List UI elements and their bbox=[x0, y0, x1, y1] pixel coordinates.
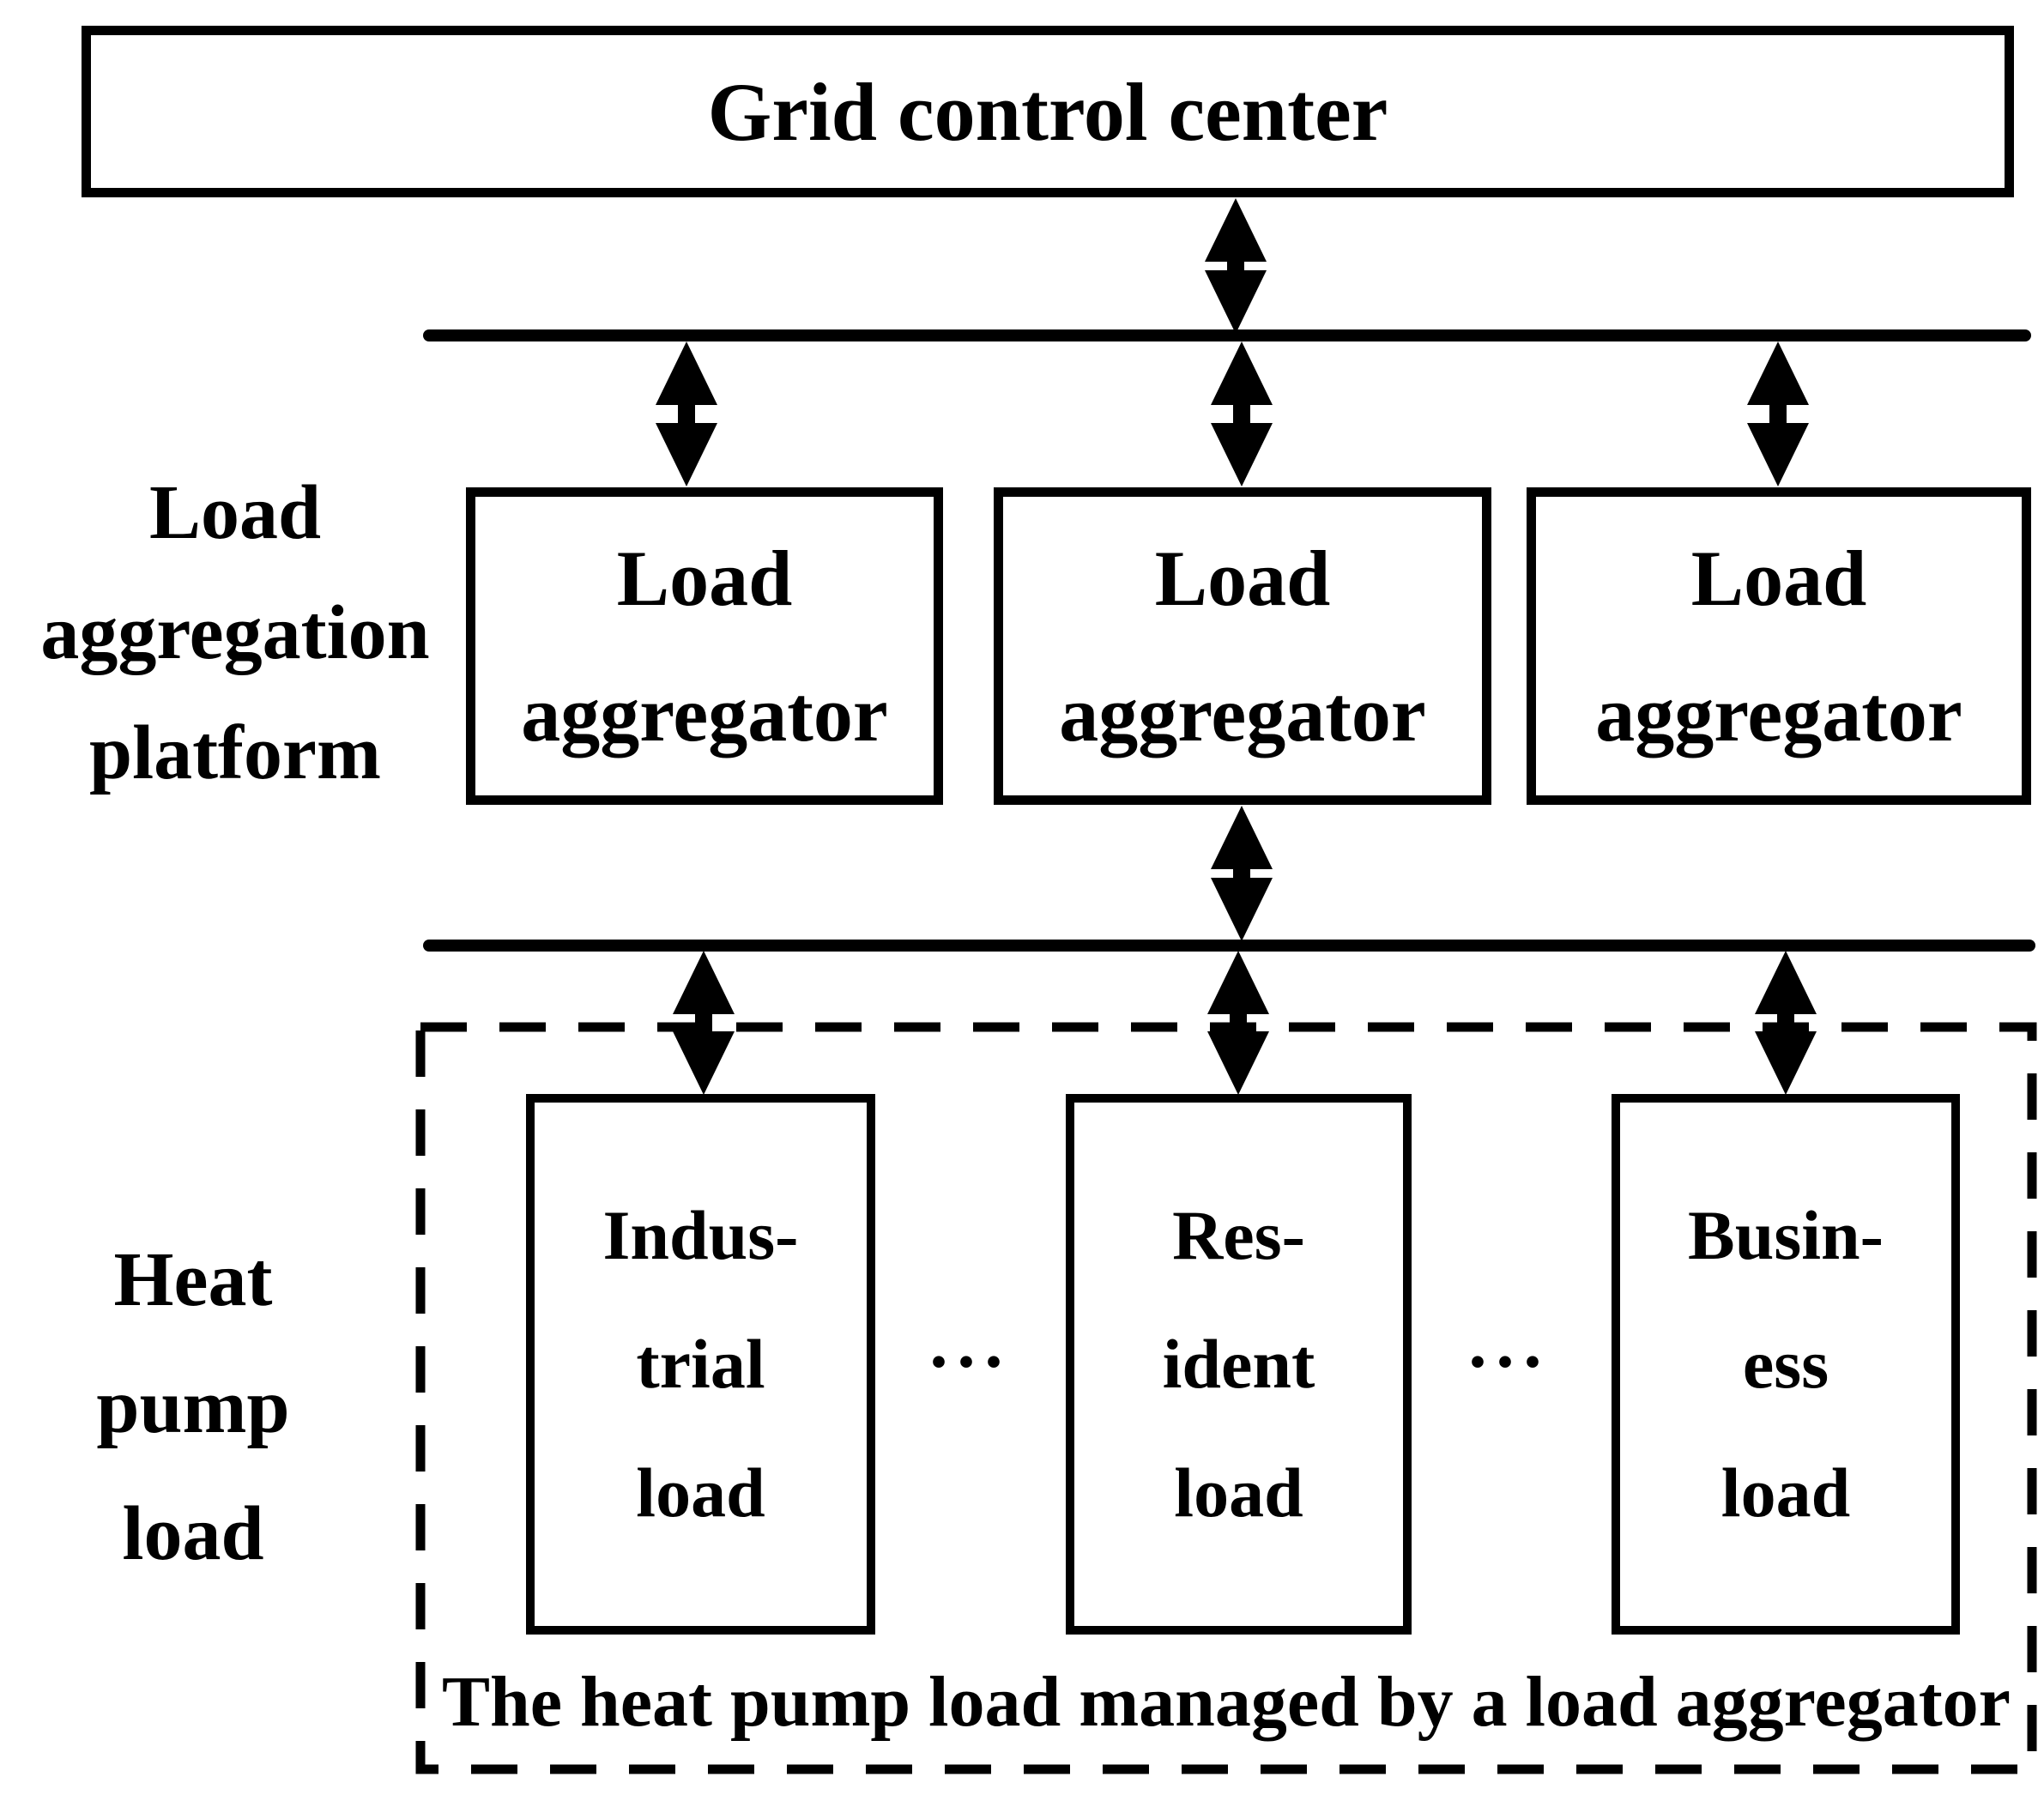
industrial-load-line: load bbox=[636, 1453, 765, 1532]
load-aggregator-box-3: Load aggregator bbox=[1527, 487, 2031, 805]
resident-load-line: ident bbox=[1162, 1325, 1315, 1403]
load-aggregation-platform-label: Load aggregation platform bbox=[0, 453, 470, 813]
business-load-line: Busin- bbox=[1688, 1196, 1884, 1274]
business-load-box: Busin- ess load bbox=[1612, 1094, 1960, 1635]
platform-label-line: platform bbox=[89, 710, 381, 795]
load-aggregator-box-1: Load aggregator bbox=[466, 487, 943, 805]
arrow-aggregator-to-lower-bus bbox=[1211, 806, 1273, 941]
aggregator-1-line: Load bbox=[616, 535, 793, 622]
platform-label-line: aggregation bbox=[40, 590, 430, 675]
platform-label-line: Load bbox=[148, 470, 322, 555]
arrow-bus-to-aggregator-1 bbox=[656, 341, 717, 486]
resident-load-line: load bbox=[1174, 1453, 1303, 1532]
ellipsis-right: ··· bbox=[1465, 1322, 1549, 1402]
resident-load-box: Res- ident load bbox=[1066, 1094, 1412, 1635]
industrial-load-box: Indus- trial load bbox=[526, 1094, 875, 1635]
heat-label-line: pump bbox=[96, 1364, 290, 1449]
load-aggregator-box-2: Load aggregator bbox=[994, 487, 1491, 805]
aggregator-1-line: aggregator bbox=[521, 670, 888, 758]
aggregator-3-line: Load bbox=[1690, 535, 1867, 622]
aggregator-3-line: aggregator bbox=[1595, 670, 1962, 758]
business-load-line: load bbox=[1720, 1453, 1851, 1532]
heat-pump-group-dashed-box bbox=[415, 1022, 2037, 1774]
industrial-load-line: trial bbox=[636, 1325, 765, 1403]
arrow-bus-to-aggregator-2 bbox=[1211, 341, 1273, 486]
grid-control-center-box: Grid control center bbox=[82, 26, 2014, 197]
ellipsis-left: ··· bbox=[926, 1322, 1010, 1402]
heat-pump-load-label: Heat pump load bbox=[47, 1217, 339, 1598]
arrow-bus-to-resident-load bbox=[1207, 951, 1269, 1095]
business-load-line: ess bbox=[1742, 1325, 1829, 1403]
resident-load-line: Res- bbox=[1172, 1196, 1305, 1274]
heat-label-line: Heat bbox=[113, 1237, 273, 1322]
arrow-bus-to-industrial-load bbox=[673, 951, 735, 1095]
arrow-grid-to-upper-bus bbox=[1205, 198, 1267, 334]
aggregator-2-line: Load bbox=[1154, 535, 1331, 622]
heat-label-line: load bbox=[122, 1491, 264, 1576]
arrow-bus-to-aggregator-3 bbox=[1747, 341, 1809, 486]
aggregator-2-line: aggregator bbox=[1059, 670, 1426, 758]
arrow-bus-to-business-load bbox=[1755, 951, 1817, 1095]
heat-pump-group-caption: The heat pump load managed by a load agg… bbox=[442, 1662, 2011, 1742]
grid-control-center-label: Grid control center bbox=[707, 65, 1388, 158]
industrial-load-line: Indus- bbox=[602, 1196, 799, 1274]
